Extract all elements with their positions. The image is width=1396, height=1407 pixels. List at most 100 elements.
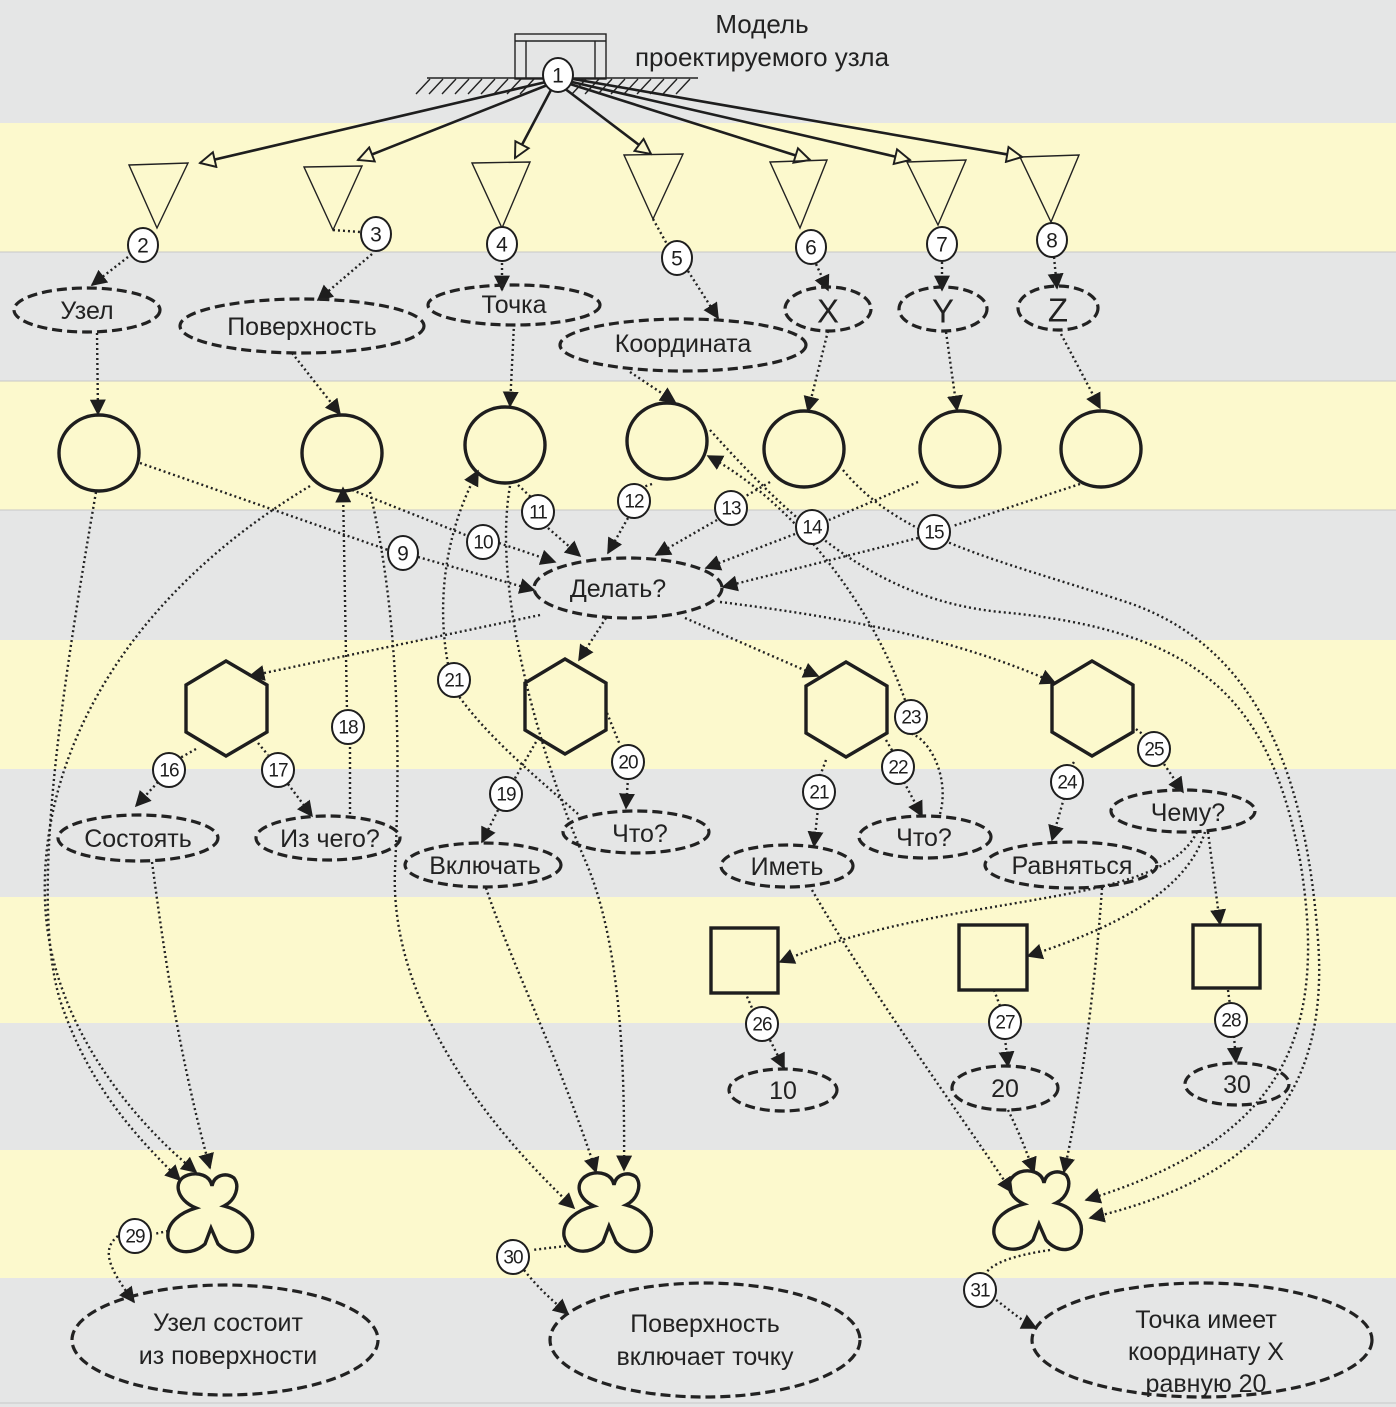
badge-circle <box>1036 222 1068 258</box>
relation-sostoyat[interactable]: Состоять <box>56 813 220 863</box>
square-node-1[interactable] <box>709 926 780 995</box>
badge-circle <box>714 490 748 526</box>
badge-circle <box>152 752 186 788</box>
concept-nodes: Узел Поверхность Точка Координата X Y Z <box>12 283 1100 373</box>
concept-label: Поверхность <box>227 313 377 341</box>
relation-vklyuchat[interactable]: Включать <box>403 841 563 889</box>
band-0 <box>0 0 1396 123</box>
value-30[interactable]: 30 <box>1183 1061 1291 1107</box>
step-badge-17: 17 <box>261 752 295 788</box>
circle-node-koordinata[interactable] <box>625 401 709 481</box>
relation-label: Чему? <box>1151 799 1225 827</box>
step-badge-16: 16 <box>152 752 186 788</box>
concept-x[interactable]: X <box>783 285 873 333</box>
band-8 <box>0 1023 1396 1150</box>
band-1 <box>0 123 1396 252</box>
badge-circle <box>1137 731 1171 767</box>
circle-node-z[interactable] <box>1059 409 1143 489</box>
badge-circle <box>917 514 951 550</box>
result-tochka-imeet[interactable]: Точка имеет координату X равную 20 <box>1030 1281 1374 1399</box>
badge-circle <box>963 1272 997 1308</box>
badge-number: 20 <box>618 753 638 774</box>
value-20[interactable]: 20 <box>950 1064 1060 1112</box>
triangle-icon <box>127 162 190 230</box>
badge-circle <box>387 535 419 571</box>
badge-number: 21 <box>444 671 464 692</box>
relation-label: Что? <box>896 824 952 852</box>
band-4 <box>0 510 1396 640</box>
relation-label: Иметь <box>751 853 824 881</box>
relation-chto-2[interactable]: Что? <box>857 814 993 860</box>
band-7 <box>0 897 1396 1023</box>
badge-circle <box>1214 1002 1248 1038</box>
badge-circle <box>118 1218 152 1254</box>
badge-number: 4 <box>496 234 508 257</box>
badge-number: 2 <box>137 235 149 258</box>
badge-number: 14 <box>802 518 823 539</box>
step-badge-8: 8 <box>1036 222 1068 258</box>
hexagon-node-ravnyatsya[interactable] <box>1050 659 1135 758</box>
relation-chto-1[interactable]: Что? <box>561 809 711 855</box>
concept-label: Узел <box>60 297 113 325</box>
badge-circle <box>360 216 392 252</box>
badge-circle <box>802 774 836 810</box>
concept-y[interactable]: Y <box>897 285 989 333</box>
result-uzel-sostoit[interactable]: Узел состоит из поверхности <box>70 1283 380 1397</box>
relation-label: Состоять <box>84 825 192 853</box>
badge-number: 8 <box>1046 230 1058 253</box>
badge-circle <box>261 752 295 788</box>
concept-z[interactable]: Z <box>1016 284 1100 332</box>
hexagon-node-vklyuchat[interactable] <box>523 657 608 756</box>
trefoil-icon[interactable] <box>166 1172 255 1254</box>
step-badge-22: 22 <box>881 749 915 785</box>
square-node-2[interactable] <box>957 923 1029 992</box>
relation-chemu[interactable]: Чему? <box>1109 788 1257 834</box>
concept-koordinata[interactable]: Координата <box>558 317 808 373</box>
circle-node-tochka[interactable] <box>463 405 547 485</box>
badge-circle <box>661 240 693 276</box>
relation-ravnyatsya[interactable]: Равняться <box>983 840 1159 890</box>
concept-tochka[interactable]: Точка <box>426 283 602 327</box>
result-poverkhnost-vklyuchaet[interactable]: Поверхность включает точку <box>548 1281 862 1399</box>
badge-number: 1 <box>552 65 564 88</box>
object-circles <box>57 401 1143 493</box>
relation-imet[interactable]: Иметь <box>719 843 855 889</box>
badge-number: 19 <box>496 785 516 806</box>
relation-iz-chego[interactable]: Из чего? <box>254 814 402 862</box>
relation-label: Что? <box>612 820 668 848</box>
step-badge-2: 2 <box>127 227 159 263</box>
triangle-icon <box>622 153 685 221</box>
central-question-node[interactable]: Делать? <box>532 556 724 620</box>
badge-number: 13 <box>721 499 741 520</box>
badge-circle <box>542 57 574 93</box>
triangle-icon <box>470 161 532 230</box>
band-9 <box>0 1150 1396 1278</box>
value-10[interactable]: 10 <box>727 1067 839 1113</box>
triangle-icon <box>302 165 364 232</box>
trefoil-icon[interactable] <box>562 1171 654 1254</box>
badge-circle <box>437 662 471 698</box>
step-badge-20: 20 <box>611 744 645 780</box>
concept-uzel[interactable]: Узел <box>12 286 162 334</box>
step-badge-26: 26 <box>745 1006 779 1042</box>
concept-poverkhnost[interactable]: Поверхность <box>178 297 426 355</box>
circle-node-poverkhnost[interactable] <box>300 413 384 493</box>
circle-node-y[interactable] <box>918 409 1002 489</box>
triangle-icon <box>1018 154 1081 224</box>
step-badge-7: 7 <box>926 226 958 262</box>
square-node-3[interactable] <box>1191 923 1262 990</box>
circle-node-x[interactable] <box>762 409 846 489</box>
trefoil-icon[interactable] <box>992 1169 1084 1252</box>
step-badge-15: 15 <box>917 514 951 550</box>
badge-circle <box>521 494 555 530</box>
badge-number: 22 <box>888 758 908 779</box>
badge-number: 28 <box>1221 1011 1241 1032</box>
badge-number: 6 <box>805 237 817 260</box>
step-badge-5: 5 <box>661 240 693 276</box>
concept-label: Точка <box>481 291 546 319</box>
circle-node-uzel[interactable] <box>57 413 141 493</box>
hexagon-node-sostoyat[interactable] <box>184 659 269 758</box>
hexagon-node-imet[interactable] <box>804 660 889 759</box>
